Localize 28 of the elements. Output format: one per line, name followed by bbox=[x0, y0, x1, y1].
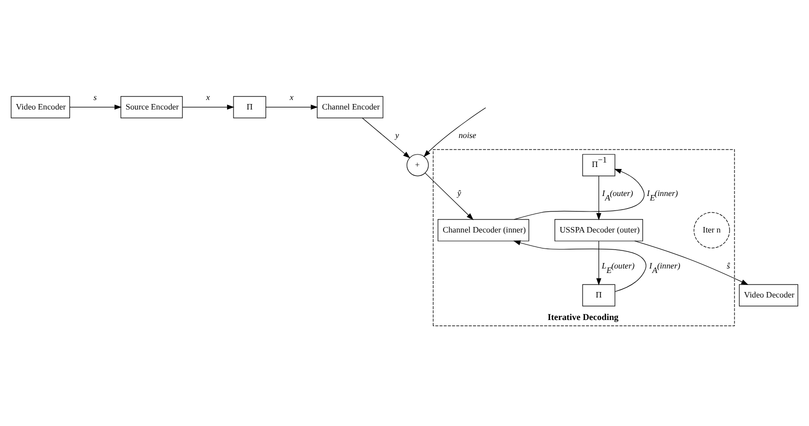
node-circle: + bbox=[406, 154, 429, 176]
arrow bbox=[634, 240, 748, 284]
edge-label: x bbox=[290, 92, 294, 102]
node-box: USSPA Decoder (outer) bbox=[554, 218, 644, 241]
arrow bbox=[596, 240, 602, 285]
arrow bbox=[266, 104, 318, 110]
arrow bbox=[596, 175, 602, 220]
arrow bbox=[70, 104, 122, 110]
edge-label: x bbox=[206, 92, 210, 102]
node-circle: Iter n bbox=[694, 212, 730, 248]
arrow bbox=[182, 104, 234, 110]
node-box: Video Decoder bbox=[738, 284, 798, 306]
edge-label: ŷ bbox=[457, 188, 462, 198]
arrow bbox=[424, 172, 474, 220]
node-box: Channel Decoder (inner) bbox=[438, 218, 530, 241]
arrow bbox=[514, 168, 645, 220]
node-box: Source Encoder bbox=[120, 96, 183, 118]
node-box: Channel Encoder bbox=[316, 96, 384, 118]
node-box: Π bbox=[233, 96, 266, 118]
node-box: Π bbox=[582, 284, 616, 306]
node-box: Video Encoder bbox=[10, 96, 70, 118]
arrow bbox=[424, 107, 486, 157]
arrow bbox=[513, 240, 646, 292]
edge-label: y bbox=[395, 130, 399, 140]
edge-label: noise bbox=[458, 130, 476, 140]
arrow bbox=[362, 117, 410, 158]
edge-label: ŝ bbox=[726, 260, 730, 270]
edge-label: s bbox=[93, 92, 97, 102]
